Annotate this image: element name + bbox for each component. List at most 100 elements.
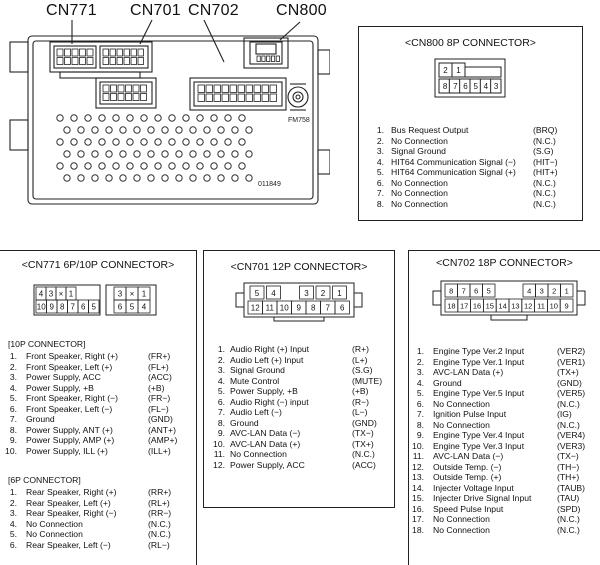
pin-code: (TX−) [352,428,374,438]
pin-number: 7. [416,409,424,419]
cn800-pin-label: 3 [494,82,499,91]
pin-name: HIT64 Communication Signal (−) [391,156,516,167]
pin-number: 4. [416,377,424,388]
pin-number: 5. [416,388,424,398]
cn701-pin-cell [266,285,281,300]
pin-code: (N.C.) [533,135,556,146]
pin-code: (VER5) [557,388,586,398]
cn771-pin-label: 3 [49,290,54,299]
cn701-pin-label: 5 [255,289,260,298]
pin-row: 7.Audio Left (−)(L−) [204,407,392,418]
cn771-pin-label: 1 [142,290,147,299]
pin-number: 1. [376,125,384,135]
pin-number: 11. [412,451,424,461]
pin-number: 18. [412,524,424,535]
pin-row: 13.Outside Temp. (+)(TH+) [409,472,597,483]
pin-row: 3.Rear Speaker, Right (−)(RR−) [0,508,190,519]
pin-number: 16. [412,503,424,514]
pin-code: (ANT+) [148,424,176,435]
pin-name: No Connection [433,398,490,409]
cn771-pin-label: 4 [142,303,147,312]
pin-row: 8.No Connection(N.C.) [409,420,597,431]
pin-row: 5.Front Speaker, Right (−)(FR−) [0,393,190,404]
pin-code: (RL−) [148,539,170,550]
cn771-10p-subtitle: [10P CONNECTOR] [8,339,86,349]
cn771-6p-pin-list: 1.Rear Speaker, Right (+)(RR+)2.Rear Spe… [0,487,190,550]
pin-row: 2.Front Speaker, Left (+)(FL+) [0,362,190,373]
cn701-pin-label: 2 [321,289,326,298]
cn701-pin-list: 1.Audio Right (+) Input(R+)2.Audio Left … [204,344,392,470]
cn701-pin-cell [299,285,314,300]
cn701-pin-label: 4 [271,289,276,298]
cn702-pin-label: 16 [473,302,481,311]
cn702-pin-label: 2 [552,287,556,296]
cn702-pin-label: 12 [524,302,532,311]
pin-code: (TAU) [557,493,580,503]
pin-row: 6.No Connection(N.C.) [409,399,597,410]
pin-name: No Connection [433,514,490,524]
cn702-pin-label: 13 [511,302,519,311]
cn701-pin-label: 7 [326,304,331,313]
pin-name: Engine Type Ver.3 Input [433,440,525,451]
cn702-pin-label: 15 [486,302,494,311]
pin-code: (N.C.) [533,198,556,209]
pin-number: 12. [412,461,424,472]
pin-code: (N.C.) [533,177,556,188]
cn701-pin-cell [315,285,331,300]
pin-code: (RR−) [148,508,172,518]
pin-row: 1.Rear Speaker, Right (+)(RR+) [0,487,190,498]
pin-code: (AMP+) [148,435,178,445]
cn702-pin-label: 9 [565,302,569,311]
cn702-pin-label: 3 [540,287,544,296]
cn800-pin-label: 2 [443,66,448,75]
pin-code: (+B) [352,386,369,396]
pin-name: Injecter Drive Signal Input [433,493,532,503]
pin-name: Engine Type Ver.4 Input [433,430,525,440]
pin-number: 1. [217,344,225,354]
pin-row: 12.Power Supply, ACC(ACC) [204,460,392,471]
pin-code: (BRQ) [533,125,558,135]
pin-code: (VER2) [557,346,586,356]
cn800-pin-label: 1 [456,66,461,75]
pin-number: 7. [376,188,384,198]
pin-code: (FL−) [148,403,169,414]
pin-row: 4.No Connection(N.C.) [0,519,190,530]
pin-name: Audio Right (−) input [230,396,309,407]
pin-name: Power Supply, +B [26,382,94,393]
pin-code: (VER4) [557,430,586,440]
cn800-pin-label: 4 [484,82,489,91]
pin-name: No Connection [433,419,490,430]
pin-row: 3.Signal Ground(S.G) [369,146,575,157]
pin-code: (ACC) [148,372,172,382]
pin-name: Rear Speaker, Left (+) [26,497,111,508]
pin-number: 9. [217,428,225,438]
pin-row: 4.Power Supply, +B(+B) [0,383,190,394]
pin-number: 4. [376,156,384,167]
pin-code: (MUTE) [352,375,383,386]
pin-row: 2.No Connection(N.C.) [369,136,575,147]
cn702-pin-label: 7 [462,287,466,296]
pin-code: (+B) [148,382,165,393]
pin-name: Front Speaker, Right (−) [26,393,118,403]
pin-number: 13. [412,472,424,482]
pin-code: (N.C.) [557,514,580,524]
pin-row: 8.No Connection(N.C.) [369,199,575,210]
pin-row: 17.No Connection(N.C.) [409,514,597,525]
pin-row: 15.Injecter Drive Signal Input(TAU) [409,493,597,504]
cn771-pin-label: 3 [118,290,123,299]
pin-code: (TX+) [352,438,374,449]
cn771-6p-subtitle: [6P CONNECTOR] [8,475,81,485]
pin-name: AVC-LAN Data (+) [433,367,504,377]
pin-name: No Connection [391,188,448,198]
pin-row: 4.Ground(GND) [409,378,597,389]
cn771-pin-cell [88,299,100,314]
pin-number: 3. [416,367,424,377]
pin-row: 2.Audio Left (+) Input(L+) [204,355,392,366]
pin-name: Power Supply, ACC [230,459,305,470]
cn702-pin-label: 1 [565,287,569,296]
pin-name: No Connection [230,449,287,459]
cn702-pin-label: 10 [550,302,558,311]
